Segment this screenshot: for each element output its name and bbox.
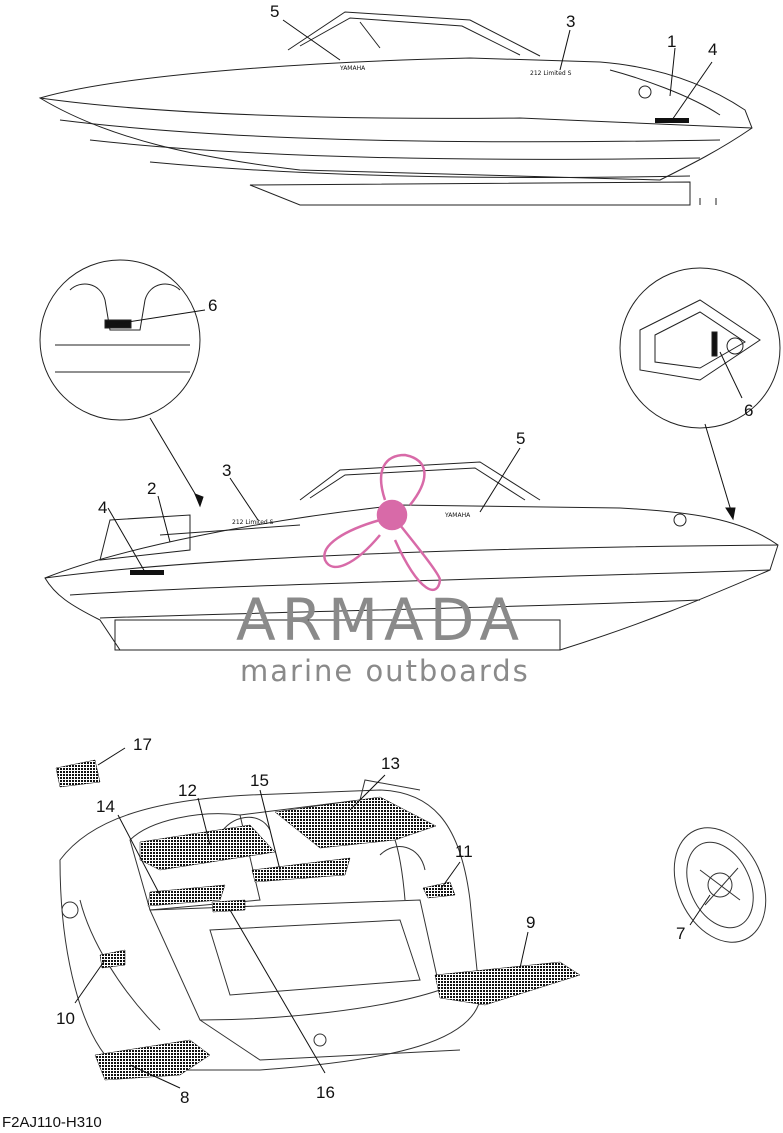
callout-labels: 1 2 3 3 4 4 5 5 6 6 7 8 9 10 11 12 13 14… [56,2,753,1107]
mat-9 [434,961,581,1006]
callout-16: 16 [316,1083,335,1102]
callout-9: 9 [526,913,535,932]
mat-10 [99,949,126,969]
callout-14: 14 [96,797,115,816]
detail-view-bow-left [39,259,201,421]
svg-text:212 Limited S: 212 Limited S [530,70,572,77]
decal-yamaha-top: YAMAHA [339,65,366,72]
callout-8: 8 [180,1088,189,1107]
watermark-title: ARMADA [236,586,525,654]
leader-lines-middle [107,309,743,573]
mat-13 [274,796,437,849]
callout-7: 7 [676,924,685,943]
decal-stripe-middle [130,570,164,575]
leader-lines-top [282,19,713,121]
decal-stripe-top [655,118,689,123]
callout-6-left: 6 [208,296,217,315]
mat-16 [211,899,246,913]
watermark: ARMADA marine outboards [236,453,530,688]
callout-3-top: 3 [566,12,575,31]
callout-5-top: 5 [270,2,279,21]
callout-17: 17 [133,735,152,754]
mat-8 [94,1039,211,1081]
drawing-code: F2AJ110-H310 [2,1114,102,1131]
decal-model-top: 212 Limited S [530,70,572,77]
watermark-propeller-logo [323,453,442,591]
svg-text:YAMAHA: YAMAHA [444,512,471,519]
callout-4-top: 4 [708,40,717,59]
svg-text:212 Limited S: 212 Limited S [232,519,274,526]
mat-11 [422,881,456,899]
callout-12: 12 [178,781,197,800]
callout-3-middle: 3 [222,461,231,480]
mat-17 [55,759,101,788]
detail-view-bow-right [619,267,781,429]
mat-15 [251,857,351,883]
callout-11: 11 [455,842,473,861]
boat-side-view-top [38,11,753,206]
callout-15: 15 [250,771,269,790]
mat-14 [147,884,226,907]
callout-1: 1 [667,32,676,51]
decal-yamaha-middle: YAMAHA [444,512,471,519]
callout-5-middle: 5 [516,429,525,448]
callout-13: 13 [381,754,400,773]
callout-10: 10 [56,1009,75,1028]
callout-2: 2 [147,479,156,498]
callout-4-middle: 4 [98,498,107,517]
watermark-subtitle: marine outboards [240,654,530,688]
decal-model-middle: 212 Limited S [232,519,274,526]
mat-12 [139,824,276,871]
callout-6-right: 6 [744,401,753,420]
detail-arrows [149,417,736,521]
floor-mats [55,759,581,1081]
svg-text:YAMAHA: YAMAHA [339,65,366,72]
leader-lines-cockpit [74,747,711,1089]
steering-wheel-detail [673,827,767,943]
